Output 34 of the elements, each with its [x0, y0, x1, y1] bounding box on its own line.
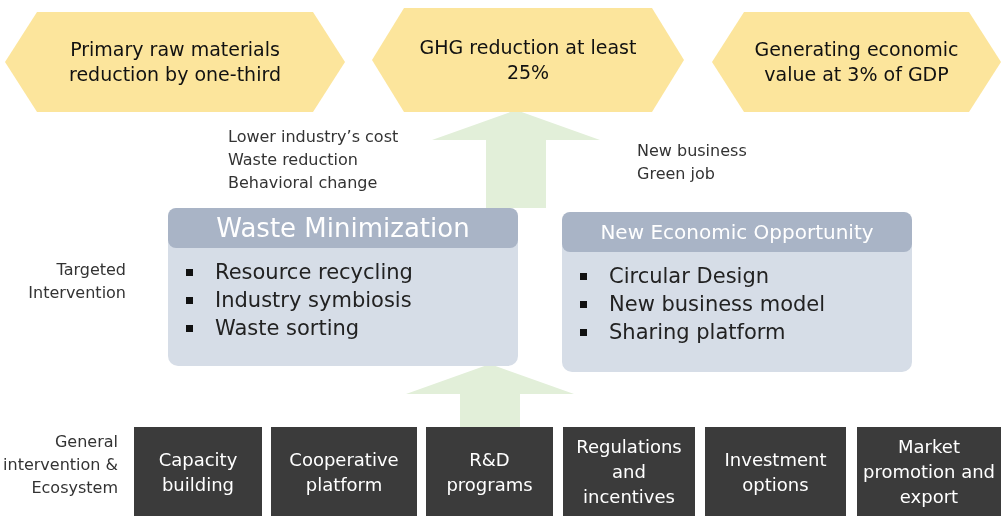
- benefit-text: Green job: [637, 163, 715, 185]
- bullet-item: Resource recycling: [215, 259, 413, 286]
- bullet-item: New business model: [609, 291, 826, 318]
- benefit-text: Lower industry’s cost: [228, 126, 399, 148]
- intervention-panel: [562, 212, 912, 372]
- panel-heading: New Economic Opportunity: [562, 212, 912, 252]
- goal-text: Primary raw materials reduction by one-third: [68, 37, 282, 87]
- bullet-item: Industry symbiosis: [215, 287, 412, 314]
- box-text: Market promotion and export: [861, 435, 997, 509]
- box-text: R&D programs: [445, 447, 534, 497]
- layer-label: Targeted Intervention: [27, 259, 126, 304]
- ecosystem-box: [705, 427, 846, 516]
- ecosystem-box: [271, 427, 417, 516]
- box-text: Regulations and incentives: [575, 435, 683, 509]
- benefit-text: Behavioral change: [228, 172, 378, 194]
- goal-text: GHG reduction at least 25%: [418, 35, 638, 85]
- bullet-item: Sharing platform: [609, 319, 786, 346]
- goal-text: Generating economic value at 3% of GDP: [753, 37, 960, 87]
- bullet-item: Waste sorting: [215, 315, 360, 342]
- intervention-panel: [168, 208, 518, 366]
- box-text: Cooperative platform: [288, 447, 400, 497]
- benefit-text: Waste reduction: [228, 149, 358, 171]
- benefit-text: New business: [637, 140, 747, 162]
- ecosystem-box: [857, 427, 1001, 516]
- block-arrow: [406, 364, 574, 427]
- ecosystem-box: [563, 427, 695, 516]
- box-text: Capacity building: [157, 447, 239, 497]
- panel-heading: Waste Minimization: [168, 208, 518, 248]
- box-text: Investment options: [723, 447, 828, 497]
- ecosystem-box: [426, 427, 553, 516]
- ecosystem-box: [134, 427, 262, 516]
- block-arrow: [432, 110, 600, 208]
- layer-label: General intervention & Ecosystem: [2, 431, 118, 499]
- bullet-item: Circular Design: [609, 263, 770, 290]
